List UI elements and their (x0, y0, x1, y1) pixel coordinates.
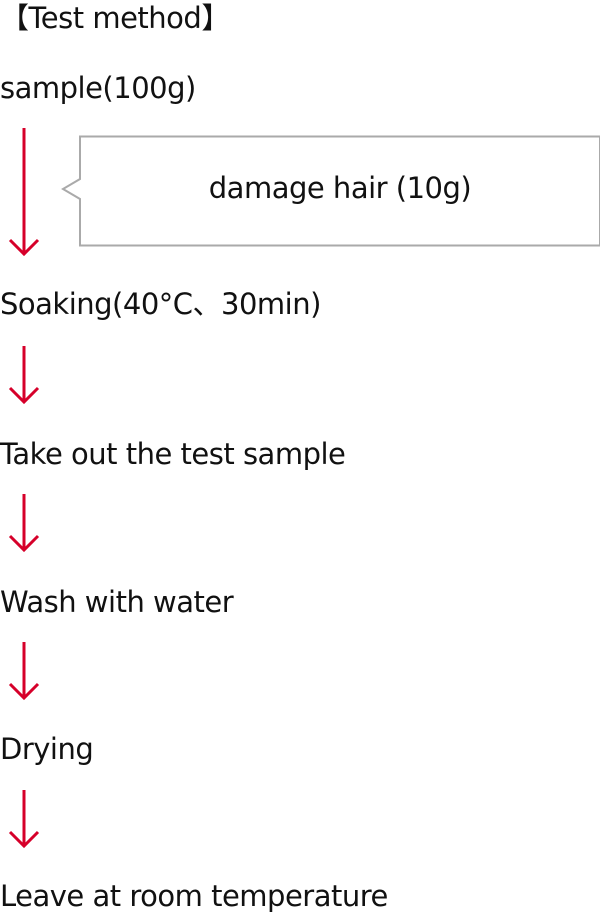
note-callout (61, 135, 600, 247)
step-take-out: Take out the test sample (0, 437, 346, 471)
step-drying: Drying (0, 732, 94, 766)
down-arrow-icon (8, 346, 40, 405)
diagram-title: 【Test method】 (0, 1, 230, 35)
step-sample: sample(100g) (0, 71, 196, 105)
step-soaking: Soaking(40°C、30min) (0, 287, 321, 321)
down-arrow-icon (8, 494, 40, 553)
down-arrow-icon (8, 128, 40, 257)
down-arrow-icon (8, 642, 40, 701)
step-wash: Wash with water (0, 585, 234, 619)
callout-note: damage hair (10g) (208, 171, 472, 205)
step-leave: Leave at room temperature (0, 879, 388, 913)
down-arrow-icon (8, 790, 40, 849)
